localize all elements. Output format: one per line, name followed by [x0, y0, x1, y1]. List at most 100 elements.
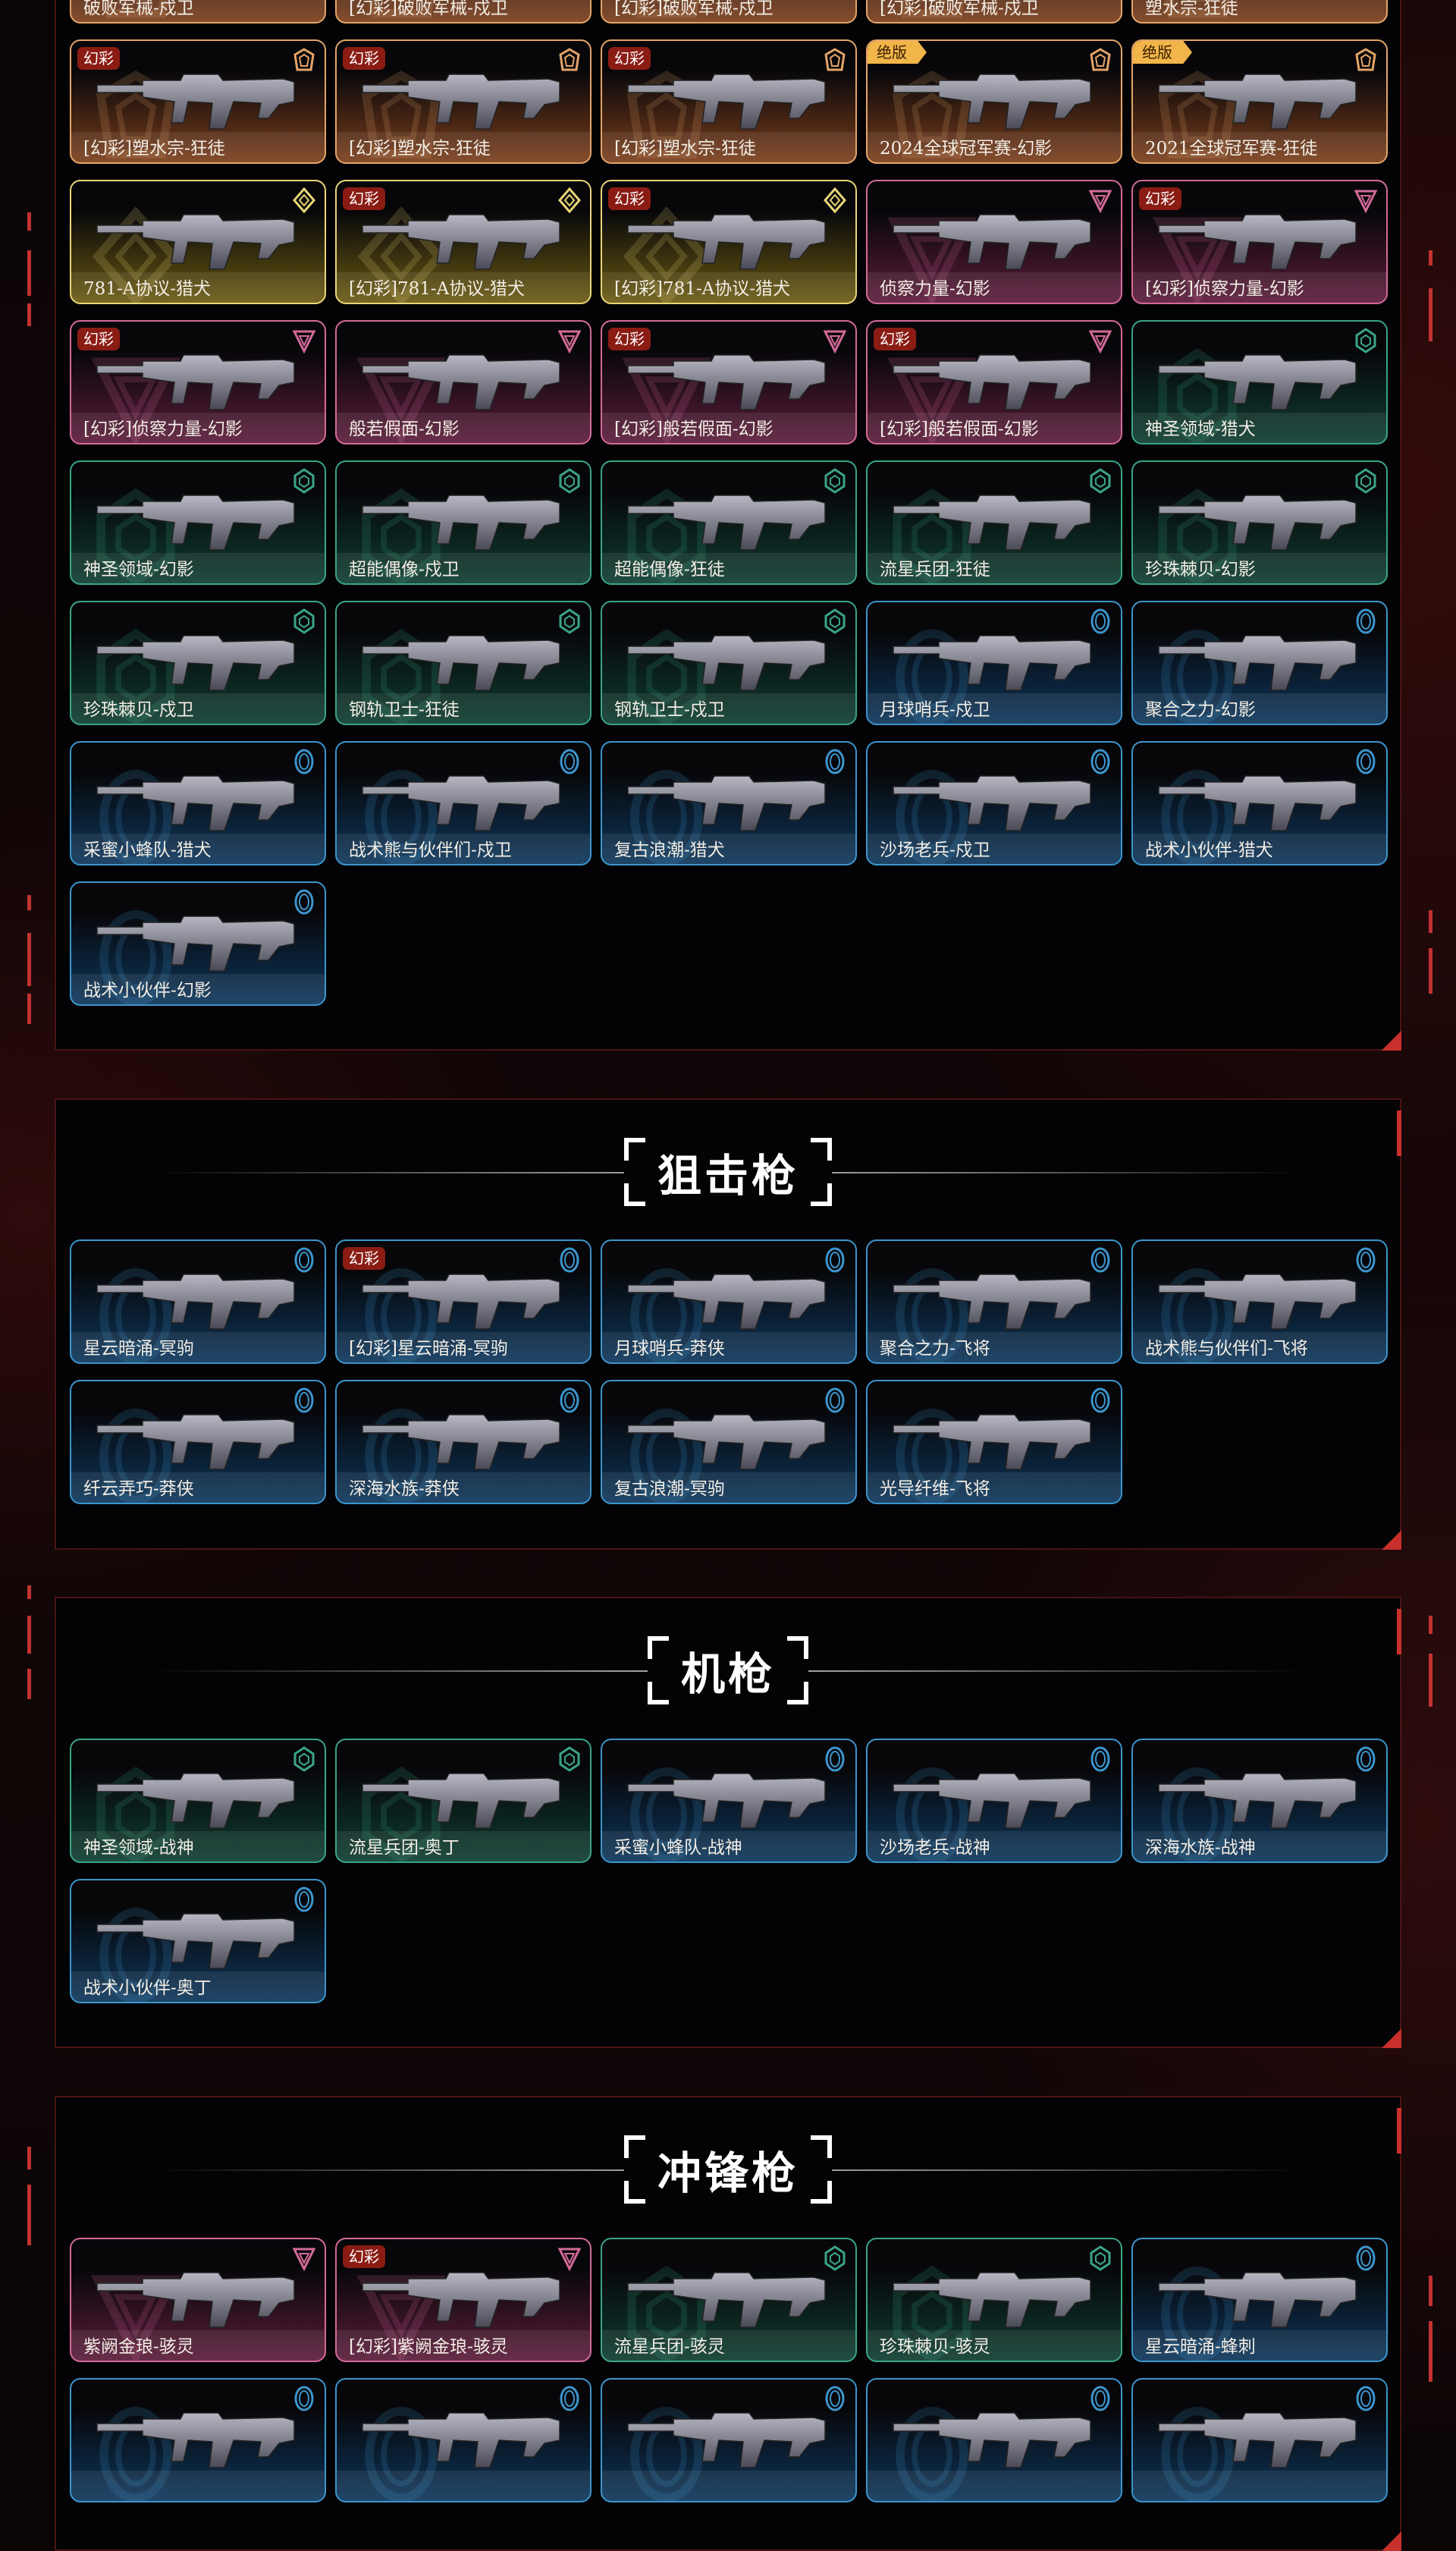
skin-card[interactable]: 聚合之力-幻影: [1131, 601, 1388, 725]
skin-card[interactable]: 破败军械-戍卫: [70, 0, 326, 24]
skin-card[interactable]: 星云暗涌-蜂刺: [1131, 2238, 1388, 2362]
triangle-watermark-icon: [887, 217, 977, 303]
skin-name: 2024全球冠军赛-幻影: [880, 139, 1053, 159]
skin-card[interactable]: [幻彩]破败军械-戍卫: [866, 0, 1122, 24]
skin-card[interactable]: 幻彩[幻彩]星云暗涌-冥驹: [335, 1239, 592, 1364]
skin-card[interactable]: 幻彩[幻彩]塑水宗-狂徒: [601, 39, 857, 164]
skin-name: [幻彩]侦察力量-幻影: [1145, 279, 1304, 299]
skin-card[interactable]: 星云暗涌-冥驹: [70, 1239, 326, 1364]
skin-card[interactable]: 流星兵团-奥丁: [335, 1739, 592, 1863]
label-band: [71, 1332, 325, 1362]
skin-card[interactable]: 珍珠棘贝-戍卫: [70, 601, 326, 725]
skin-card[interactable]: 珍珠棘贝-骇灵: [866, 2238, 1122, 2362]
skin-card[interactable]: 幻彩[幻彩]塑水宗-狂徒: [70, 39, 326, 164]
triangle-icon: [1354, 190, 1377, 213]
skin-card[interactable]: 月球哨兵-戍卫: [866, 601, 1122, 725]
skin-card[interactable]: 采蜜小蜂队-猎犬: [70, 741, 326, 866]
huancai-badge: 幻彩: [343, 187, 385, 210]
section-title: 冲锋枪: [657, 2147, 799, 2199]
skin-card[interactable]: 钢轨卫士-戍卫: [601, 601, 857, 725]
skin-card[interactable]: 聚合之力-飞将: [866, 1239, 1122, 1364]
skin-card[interactable]: 幻彩[幻彩]侦察力量-幻影: [1131, 180, 1388, 304]
skin-card[interactable]: 战术小伙伴-猎犬: [1131, 741, 1388, 866]
skin-card[interactable]: [幻彩]破败军械-戍卫: [601, 0, 857, 24]
label-band: [1133, 2471, 1386, 2501]
red-dash-decoration: [1429, 2276, 1432, 2306]
skin-card[interactable]: 神圣领域-猎犬: [1131, 320, 1388, 445]
skin-card[interactable]: 光导纤维-飞将: [866, 1380, 1122, 1504]
skin-card[interactable]: 复古浪潮-猎犬: [601, 741, 857, 866]
skin-card[interactable]: [70, 2378, 326, 2502]
hexagon-icon: [824, 468, 846, 494]
label-band: [337, 0, 590, 22]
skin-card[interactable]: 珍珠棘贝-幻影: [1131, 460, 1388, 585]
skin-card[interactable]: [幻彩]破败军械-戍卫: [335, 0, 592, 24]
circle-icon: [294, 749, 314, 774]
skin-card[interactable]: 超能偶像-狂徒: [601, 460, 857, 585]
skin-card[interactable]: [601, 2378, 857, 2502]
skin-card[interactable]: 深海水族-莽侠: [335, 1380, 592, 1504]
skin-card[interactable]: 钢轨卫士-狂徒: [335, 601, 592, 725]
skin-card[interactable]: 幻彩[幻彩]紫阙金琅-骇灵: [335, 2238, 592, 2362]
skin-card[interactable]: 深海水族-战神: [1131, 1739, 1388, 1863]
weapon-image: [1151, 199, 1371, 275]
skin-name: [幻彩]星云暗涌-冥驹: [349, 1339, 508, 1359]
skin-card[interactable]: 幻彩[幻彩]般若假面-幻影: [601, 320, 857, 445]
skin-card[interactable]: 幻彩[幻彩]般若假面-幻影: [866, 320, 1122, 445]
skin-card[interactable]: 神圣领域-幻影: [70, 460, 326, 585]
skin-card[interactable]: 781-A协议-猎犬: [70, 180, 326, 304]
skin-card[interactable]: 侦察力量-幻影: [866, 180, 1122, 304]
skin-card[interactable]: 流星兵团-狂徒: [866, 460, 1122, 585]
pentagon-icon: [824, 48, 846, 71]
bracket-left: [623, 2135, 650, 2204]
weapon-image: [1151, 1758, 1371, 1834]
label-band: [602, 413, 855, 443]
skin-card[interactable]: 流星兵团-骇灵: [601, 2238, 857, 2362]
skin-card[interactable]: 复古浪潮-冥驹: [601, 1380, 857, 1504]
skin-card[interactable]: 采蜜小蜂队-战神: [601, 1739, 857, 1863]
circle-icon: [294, 1887, 314, 1912]
diamond-icon: [293, 187, 315, 213]
weapon-image: [886, 620, 1106, 696]
skin-card[interactable]: 幻彩[幻彩]侦察力量-幻影: [70, 320, 326, 445]
label-band: [337, 2471, 590, 2501]
weapon-image: [355, 199, 575, 275]
skin-card[interactable]: 战术熊与伙伴们-飞将: [1131, 1239, 1388, 1364]
skin-card[interactable]: 神圣领域-战神: [70, 1739, 326, 1863]
skin-name: 深海水族-战神: [1145, 1838, 1256, 1858]
skin-card[interactable]: 塑水宗-狂徒: [1131, 0, 1388, 24]
diamond-icon: [824, 187, 846, 213]
weapon-image: [89, 1259, 309, 1335]
skin-card[interactable]: 战术熊与伙伴们-戍卫: [335, 741, 592, 866]
huancai-badge: 幻彩: [874, 328, 916, 350]
skin-card[interactable]: 沙场老兵-戍卫: [866, 741, 1122, 866]
skin-card[interactable]: [335, 2378, 592, 2502]
skin-card[interactable]: 纤云弄巧-莽侠: [70, 1380, 326, 1504]
bracket-right: [783, 1636, 808, 1704]
diamond-watermark-icon: [623, 207, 711, 303]
skin-name: 流星兵团-骇灵: [614, 2337, 725, 2357]
skin-card[interactable]: 战术小伙伴-奥丁: [70, 1879, 326, 2003]
accent-bar: [1397, 1609, 1401, 1654]
skin-card[interactable]: 月球哨兵-莽侠: [601, 1239, 857, 1364]
hexagon-icon: [1090, 2245, 1111, 2271]
circle-icon: [1356, 608, 1376, 634]
skin-card[interactable]: [1131, 2378, 1388, 2502]
skin-card[interactable]: 幻彩[幻彩]781-A协议-猎犬: [601, 180, 857, 304]
skin-card[interactable]: 幻彩[幻彩]781-A协议-猎犬: [335, 180, 592, 304]
skin-card[interactable]: 超能偶像-戍卫: [335, 460, 592, 585]
label-band: [602, 2330, 855, 2361]
skin-card[interactable]: 战术小伙伴-幻影: [70, 881, 326, 1006]
skin-card[interactable]: 般若假面-幻影: [335, 320, 592, 445]
skin-card[interactable]: 沙场老兵-战神: [866, 1739, 1122, 1863]
circle-icon: [1090, 2386, 1110, 2411]
skin-card[interactable]: 幻彩[幻彩]塑水宗-狂徒: [335, 39, 592, 164]
huancai-badge: 幻彩: [608, 47, 651, 70]
skin-card[interactable]: 紫阙金琅-骇灵: [70, 2238, 326, 2362]
skin-name: [幻彩]破败军械-戍卫: [614, 0, 774, 18]
circle-icon: [825, 1247, 845, 1273]
skin-card[interactable]: [866, 2378, 1122, 2502]
hexagon-icon: [293, 608, 315, 634]
